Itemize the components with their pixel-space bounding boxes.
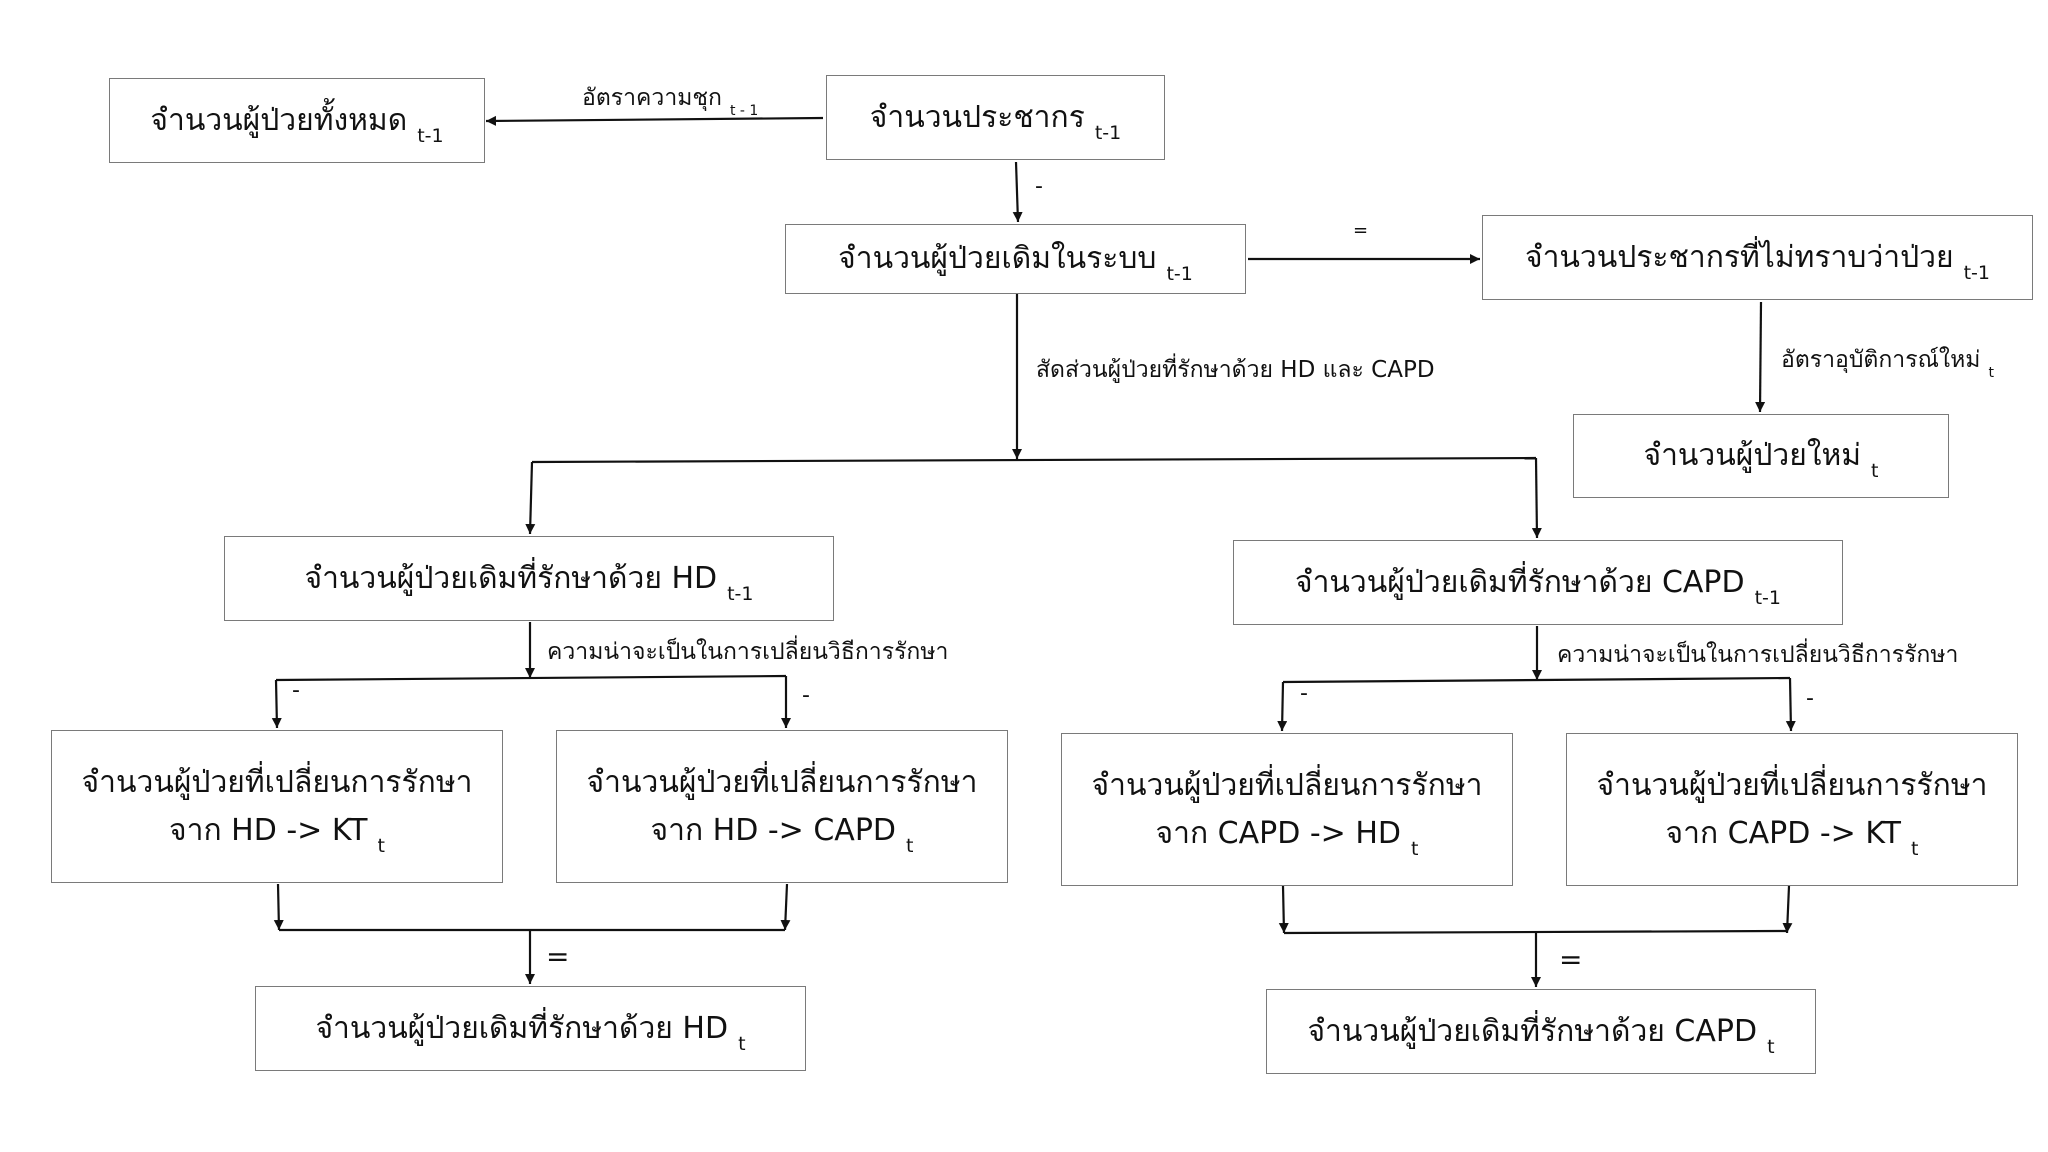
arrow-unknown-to-new bbox=[1755, 301, 1766, 413]
arrow-capd-switch-hd bbox=[1277, 681, 1288, 732]
box-hd-to-capd-line2: จาก HD -> CAPD bbox=[650, 812, 897, 848]
box-capd-to-kt-subscript: t bbox=[1911, 837, 1919, 860]
operator-equals-capd: = bbox=[1559, 943, 1583, 976]
label-prevalence-subscript: t - 1 bbox=[729, 103, 759, 119]
arrow-hd-capd-down bbox=[780, 883, 791, 931]
box-hd-result-subscript: t bbox=[738, 1032, 746, 1055]
box-hd-to-capd-subscript: t bbox=[906, 834, 914, 857]
box-existing-patients-subscript: t-1 bbox=[1166, 263, 1193, 285]
arrow-capd-hd-down bbox=[1278, 885, 1289, 934]
box-capd-result: จำนวนผู้ป่วยเดิมที่รักษาด้วย CAPD t bbox=[1266, 989, 1816, 1074]
label-treatment-share: สัดส่วนผู้ป่วยที่รักษาด้วย HD และ CAPD bbox=[1036, 357, 1435, 383]
box-total-patients-label: จำนวนผู้ป่วยทั้งหมด bbox=[150, 102, 408, 138]
box-capd-existing-label: จำนวนผู้ป่วยเดิมที่รักษาด้วย CAPD bbox=[1294, 564, 1745, 600]
box-hd-to-kt-line1: จำนวนผู้ป่วยที่เปลี่ยนการรักษา bbox=[81, 764, 473, 800]
label-incidence: อัตราอุบัติการณ์ใหม่ t bbox=[1781, 342, 1994, 381]
box-capd-to-hd: จำนวนผู้ป่วยที่เปลี่ยนการรักษา จาก CAPD … bbox=[1061, 733, 1513, 886]
box-hd-to-kt: จำนวนผู้ป่วยที่เปลี่ยนการรักษา จาก HD ->… bbox=[51, 730, 503, 883]
arrow-hd-switch-kt bbox=[271, 679, 282, 729]
box-hd-existing-subscript: t-1 bbox=[727, 582, 754, 605]
box-existing-patients-label: จำนวนผู้ป่วยเดิมในระบบ bbox=[838, 241, 1157, 276]
box-capd-result-subscript: t bbox=[1767, 1035, 1775, 1058]
box-population: จำนวนประชากร t-1 bbox=[826, 75, 1165, 160]
box-total-patients-subscript: t-1 bbox=[417, 124, 444, 147]
operator-minus-hd-capd: - bbox=[802, 683, 810, 708]
arrow-hd-kt-down bbox=[273, 883, 284, 931]
box-capd-to-hd-line2: จาก CAPD -> HD bbox=[1155, 815, 1402, 851]
hd-switch-bar bbox=[275, 674, 787, 682]
arrow-population-to-total bbox=[485, 115, 824, 126]
arrow-population-to-existing bbox=[1012, 161, 1023, 223]
operator-minus-capd-hd: - bbox=[1300, 681, 1308, 706]
label-incidence-subscript: t bbox=[1988, 365, 1994, 381]
box-unknown-population-label: จำนวนประชากรที่ไม่ทราบว่าป่วย bbox=[1524, 239, 1954, 275]
box-new-patients-label: จำนวนผู้ป่วยใหม่ bbox=[1643, 438, 1862, 473]
operator-minus-capd-kt: - bbox=[1806, 686, 1814, 711]
split-bar-treatment bbox=[531, 456, 1537, 464]
box-hd-to-kt-subscript: t bbox=[377, 834, 385, 857]
box-population-subscript: t-1 bbox=[1094, 121, 1122, 144]
box-unknown-population-subscript: t-1 bbox=[1963, 261, 1991, 284]
box-capd-result-label: จำนวนผู้ป่วยเดิมที่รักษาด้วย CAPD bbox=[1307, 1013, 1758, 1049]
box-population-label: จำนวนประชากร bbox=[869, 99, 1085, 135]
box-capd-to-kt: จำนวนผู้ป่วยที่เปลี่ยนการรักษา จาก CAPD … bbox=[1566, 733, 2018, 886]
operator-equals-hd: = bbox=[546, 940, 570, 973]
box-capd-existing-subscript: t-1 bbox=[1754, 586, 1782, 609]
box-hd-existing-label: จำนวนผู้ป่วยเดิมที่รักษาด้วย HD bbox=[304, 560, 718, 596]
box-hd-to-capd-line1: จำนวนผู้ป่วยที่เปลี่ยนการรักษา bbox=[586, 764, 978, 800]
box-hd-existing: จำนวนผู้ป่วยเดิมที่รักษาด้วย HD t-1 bbox=[224, 536, 834, 621]
box-capd-to-kt-line1: จำนวนผู้ป่วยที่เปลี่ยนการรักษา bbox=[1596, 767, 1988, 803]
operator-minus-hd-kt: - bbox=[292, 678, 300, 703]
arrow-split-to-hd bbox=[525, 461, 536, 535]
label-incidence-text: อัตราอุบัติการณ์ใหม่ bbox=[1781, 347, 1981, 373]
box-new-patients-subscript: t bbox=[1871, 460, 1879, 482]
box-hd-result: จำนวนผู้ป่วยเดิมที่รักษาด้วย HD t bbox=[255, 986, 806, 1071]
box-hd-to-capd: จำนวนผู้ป่วยที่เปลี่ยนการรักษา จาก HD ->… bbox=[556, 730, 1008, 883]
arrow-split-to-capd bbox=[1531, 457, 1542, 539]
capd-switch-bar bbox=[1282, 676, 1791, 684]
label-prevalence: อัตราความชุก t - 1 bbox=[582, 80, 759, 119]
box-capd-existing: จำนวนผู้ป่วยเดิมที่รักษาด้วย CAPD t-1 bbox=[1233, 540, 1843, 625]
label-prevalence-text: อัตราความชุก bbox=[582, 85, 722, 111]
label-switch-prob-hd: ความน่าจะเป็นในการเปลี่ยนวิธีการรักษา bbox=[547, 639, 949, 665]
box-capd-to-hd-subscript: t bbox=[1411, 837, 1419, 860]
box-hd-result-label: จำนวนผู้ป่วยเดิมที่รักษาด้วย HD bbox=[315, 1010, 729, 1046]
label-switch-prob-capd: ความน่าจะเป็นในการเปลี่ยนวิธีการรักษา bbox=[1557, 642, 1959, 668]
operator-equals-unknown: = bbox=[1353, 220, 1369, 241]
box-unknown-population: จำนวนประชากรที่ไม่ทราบว่าป่วย t-1 bbox=[1482, 215, 2033, 300]
box-hd-to-kt-line2: จาก HD -> KT bbox=[169, 812, 368, 848]
box-total-patients: จำนวนผู้ป่วยทั้งหมด t-1 bbox=[109, 78, 485, 163]
box-existing-patients: จำนวนผู้ป่วยเดิมในระบบ t-1 bbox=[785, 224, 1246, 294]
box-capd-to-kt-line2: จาก CAPD -> KT bbox=[1665, 815, 1902, 851]
arrow-capd-switch-kt bbox=[1785, 677, 1796, 732]
box-new-patients: จำนวนผู้ป่วยใหม่ t bbox=[1573, 414, 1949, 498]
arrow-capd-kt-down bbox=[1782, 885, 1793, 934]
operator-minus-population: - bbox=[1035, 174, 1043, 199]
box-capd-to-hd-line1: จำนวนผู้ป่วยที่เปลี่ยนการรักษา bbox=[1091, 767, 1483, 803]
